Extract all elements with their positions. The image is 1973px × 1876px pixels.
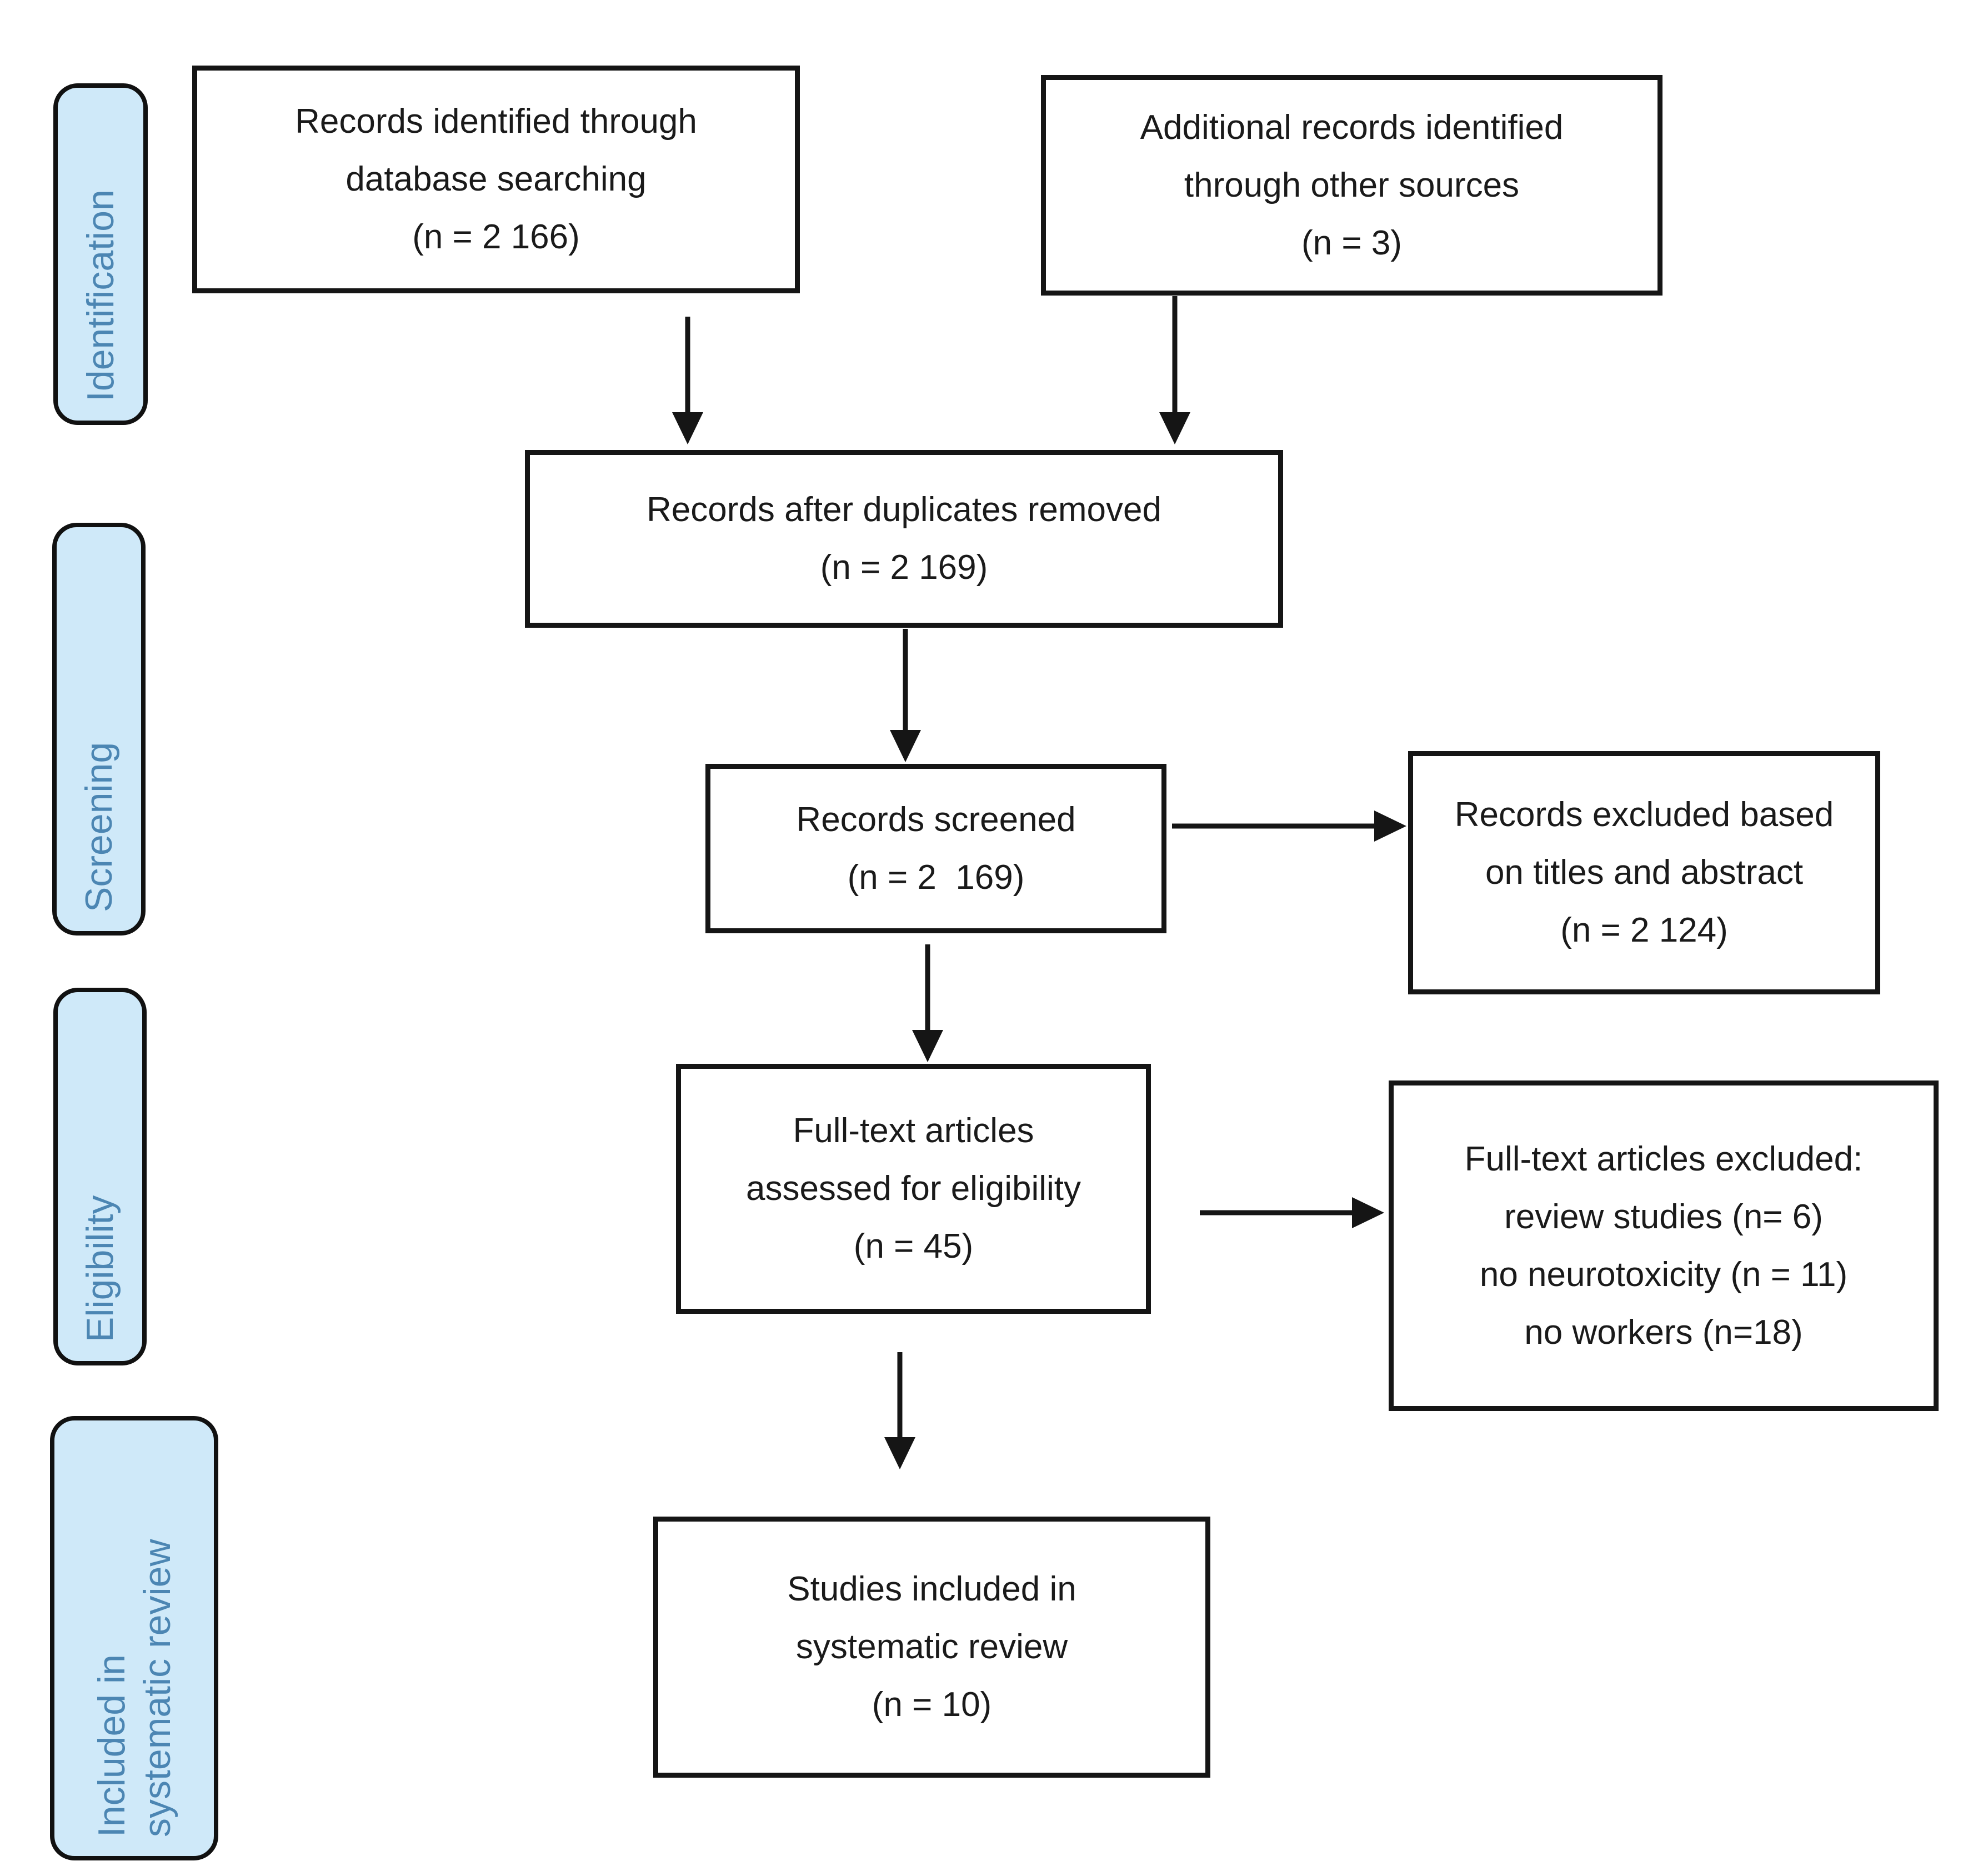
arrow-fulltext-to-excluded	[1200, 1196, 1384, 1229]
arrow-identified-to-deduplicated	[671, 317, 704, 444]
box-fulltext-excluded-reason1: review studies (n= 6)	[1504, 1197, 1823, 1236]
box-additional-records-count: (n = 3)	[1301, 223, 1402, 262]
box-fulltext-excluded-reason3: no workers (n=18)	[1524, 1313, 1803, 1352]
box-fulltext-excluded-title: Full-text articles excluded:	[1464, 1139, 1863, 1178]
box-records-identified-count: (n = 2 166)	[412, 218, 580, 256]
box-records-excluded-line1: Records excluded based	[1454, 796, 1834, 834]
stage-label-screening-text: Screening	[78, 742, 120, 912]
box-fulltext-excluded: Full-text articles excluded: review stud…	[1389, 1080, 1939, 1411]
box-records-excluded-count: (n = 2 124)	[1560, 911, 1728, 949]
stage-label-screening: Screening	[52, 523, 146, 936]
box-records-excluded: Records excluded based on titles and abs…	[1408, 751, 1880, 994]
box-records-screened-line1: Records screened	[796, 800, 1076, 839]
arrow-shaft	[1172, 296, 1178, 418]
box-studies-included-line2: systematic review	[795, 1628, 1068, 1666]
box-studies-included-count: (n = 10)	[872, 1685, 992, 1724]
box-additional-records-line1: Additional records identified	[1140, 108, 1564, 147]
arrow-shaft	[925, 944, 930, 1035]
stage-label-eligibility: Eligibility	[53, 988, 147, 1365]
box-records-identified-line1: Records identified through	[295, 102, 697, 141]
arrow-shaft	[897, 1352, 903, 1443]
stage-label-identification: Identification	[53, 83, 148, 425]
arrow-down-icon	[1159, 412, 1190, 444]
box-records-identified: Records identified through database sear…	[192, 66, 800, 293]
box-duplicates-removed-line1: Records after duplicates removed	[646, 491, 1161, 529]
arrow-screened-to-fulltext	[911, 944, 944, 1062]
stage-label-eligibility-text: Eligibility	[79, 1195, 121, 1342]
arrow-down-icon	[890, 730, 921, 762]
box-duplicates-removed-count: (n = 2 169)	[820, 548, 988, 587]
box-duplicates-removed: Records after duplicates removed (n = 2 …	[525, 450, 1283, 628]
box-fulltext-excluded-reason2: no neurotoxicity (n = 11)	[1479, 1255, 1848, 1294]
box-additional-records-line2: through other sources	[1184, 166, 1520, 204]
box-additional-records: Additional records identified through ot…	[1041, 75, 1662, 296]
arrow-screened-to-excluded	[1172, 809, 1406, 843]
stage-label-identification-text: Identification	[79, 189, 122, 402]
arrow-shaft	[903, 629, 908, 736]
arrow-down-icon	[912, 1030, 943, 1062]
arrow-right-icon	[1352, 1197, 1384, 1228]
box-studies-included-line1: Studies included in	[787, 1570, 1076, 1608]
box-records-screened-count: (n = 2 169)	[847, 858, 1025, 897]
arrow-deduplicated-to-screened	[889, 629, 922, 762]
arrow-right-icon	[1374, 811, 1406, 842]
arrow-down-icon	[672, 412, 703, 444]
box-studies-included: Studies included in systematic review (n…	[653, 1517, 1210, 1778]
stage-label-included-line1: Included in	[90, 1654, 133, 1837]
arrow-shaft	[1172, 823, 1380, 829]
arrow-shaft	[1200, 1210, 1358, 1215]
box-records-excluded-line2: on titles and abstract	[1485, 853, 1804, 892]
box-records-screened: Records screened (n = 2 169)	[705, 764, 1166, 933]
box-fulltext-assessed: Full-text articles assessed for eligibil…	[676, 1064, 1151, 1314]
arrow-shaft	[685, 317, 690, 418]
arrow-fulltext-to-included	[883, 1352, 917, 1469]
box-fulltext-assessed-count: (n = 45)	[853, 1227, 974, 1265]
arrow-additional-to-deduplicated	[1158, 296, 1191, 444]
box-fulltext-assessed-line2: assessed for eligibility	[745, 1169, 1081, 1208]
arrow-down-icon	[884, 1437, 915, 1469]
stage-label-included-text: Included in systematic review	[89, 1539, 180, 1837]
stage-label-included-line2: systematic review	[136, 1539, 178, 1837]
stage-label-included: Included in systematic review	[50, 1416, 218, 1860]
box-records-identified-line2: database searching	[345, 160, 647, 198]
box-fulltext-assessed-line1: Full-text articles	[793, 1112, 1034, 1150]
